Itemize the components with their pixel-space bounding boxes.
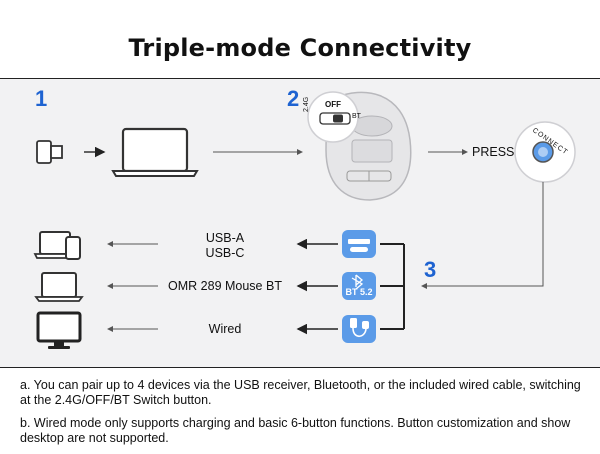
note-a: a. You can pair up to 4 devices via the … [20,378,581,407]
laptop-icon [111,127,199,177]
desktop-monitor-icon [36,311,82,349]
step-number-3: 3 [424,257,437,282]
step-number-2: 2 [287,86,300,111]
mode-switch-callout [307,91,359,143]
switch-off-label: OFF [325,100,341,109]
page-title: Triple-mode Connectivity [128,34,472,62]
switch-2-4g-label: 2.4G [303,96,310,112]
switch-bt-label: BT [352,113,361,120]
usb-receiver-icon [36,140,63,164]
cable-icon [342,315,376,343]
bluetooth-icon [342,272,376,300]
laptop-bt-icon [34,272,84,302]
usb-c-label: USB-C [205,246,245,260]
top-divider [0,78,600,79]
step-number-1: 1 [35,86,48,111]
usb-a-label: USB-A [205,231,245,245]
note-b: b. Wired mode only supports charging and… [20,416,571,445]
connect-button-icon [514,121,576,183]
mouse-bottom-icon [325,91,412,201]
notes-section: a. You can pair up to 4 devices via the … [20,378,585,454]
bluetooth-label: OMR 289 Mouse BT [168,279,282,293]
usb-port-icon [342,230,376,258]
press-label: PRESS [472,145,515,159]
wired-label: Wired [208,322,242,336]
diagram-panel [0,79,600,367]
bt-badge: BT 5.2 [345,287,373,297]
mode-bracket [380,243,405,330]
arrow-connect-to-modes [421,182,544,289]
laptop-phone-icon [33,231,81,260]
bottom-divider [0,367,600,368]
